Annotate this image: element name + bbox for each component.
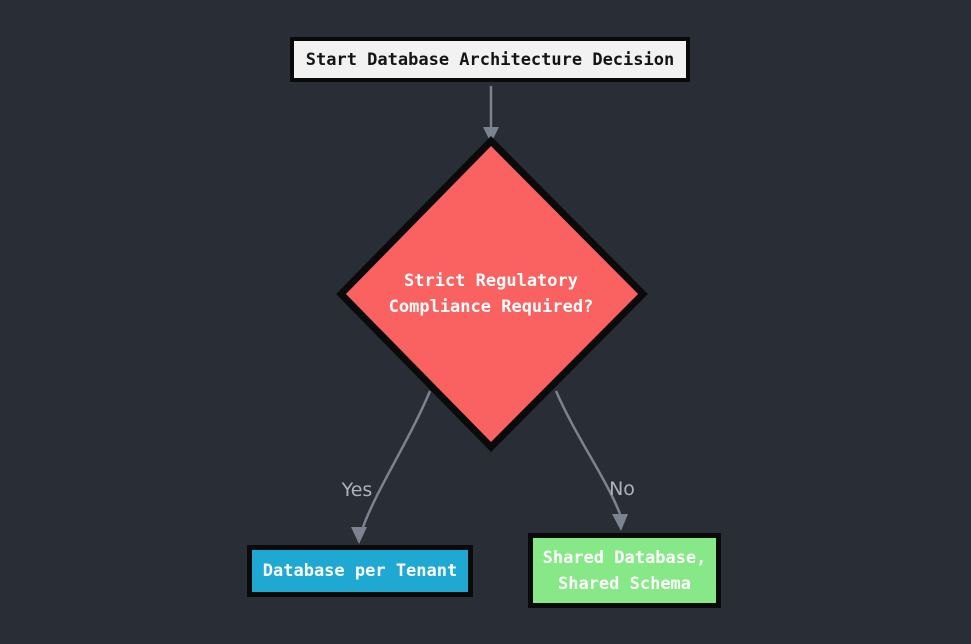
node-decision-label-line2: Compliance Required? [388, 297, 594, 317]
edge-yes-arrowhead [351, 527, 367, 544]
edge-label-yes: Yes [341, 479, 373, 501]
node-result-no-label-line2: Shared Schema [557, 573, 692, 594]
edge-label-no: No [609, 478, 635, 500]
node-start-label: Start Database Architecture Decision [305, 49, 675, 70]
edge-no-arrowhead [612, 514, 628, 531]
edge-yes-line [361, 390, 432, 528]
node-result-no-label-line1: Shared Database, [542, 547, 707, 568]
node-start: Start Database Architecture Decision [290, 37, 690, 82]
node-decision-label-line1: Strict Regulatory [404, 271, 578, 291]
node-decision-label: Strict Regulatory Compliance Required? [341, 268, 641, 320]
node-result-yes-label: Database per Tenant [262, 561, 458, 581]
edge-start-to-decision-arrowhead [483, 127, 499, 143]
decision-diamond-shape [336, 136, 648, 452]
node-result-shared-database: Shared Database, Shared Schema [528, 533, 721, 608]
node-result-database-per-tenant: Database per Tenant [247, 545, 473, 597]
edge-no-line [554, 390, 622, 515]
